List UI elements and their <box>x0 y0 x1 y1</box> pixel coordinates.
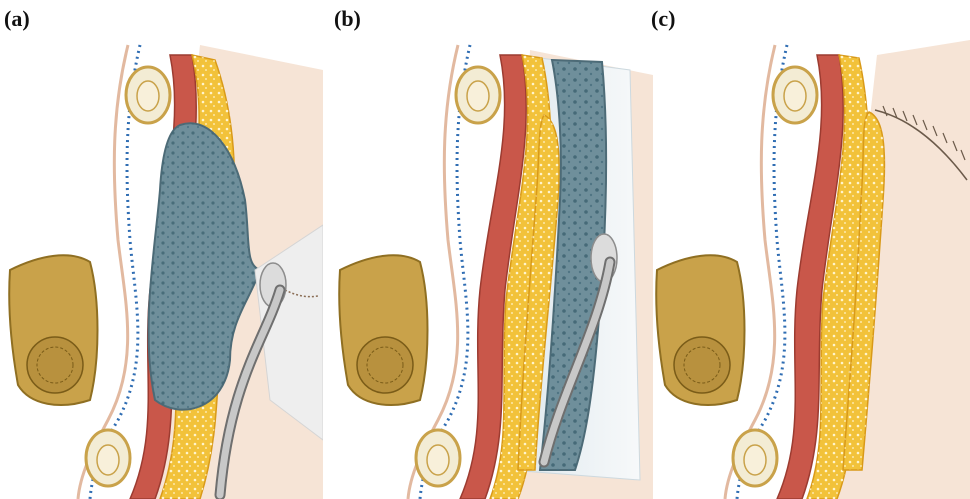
panel-b-illustration <box>330 0 653 499</box>
panel-a: (a) <box>0 0 323 499</box>
side-bone-ring <box>674 337 730 393</box>
panel-b: (b) <box>330 0 653 499</box>
panel-a-illustration <box>0 0 323 499</box>
side-bone-ring <box>27 337 83 393</box>
panel-c-illustration <box>647 0 970 499</box>
panel-c: (c) <box>647 0 970 499</box>
panel-label-a: (a) <box>4 6 30 32</box>
panel-label-b: (b) <box>334 6 361 32</box>
side-bone-ring <box>357 337 413 393</box>
panel-label-c: (c) <box>651 6 675 32</box>
